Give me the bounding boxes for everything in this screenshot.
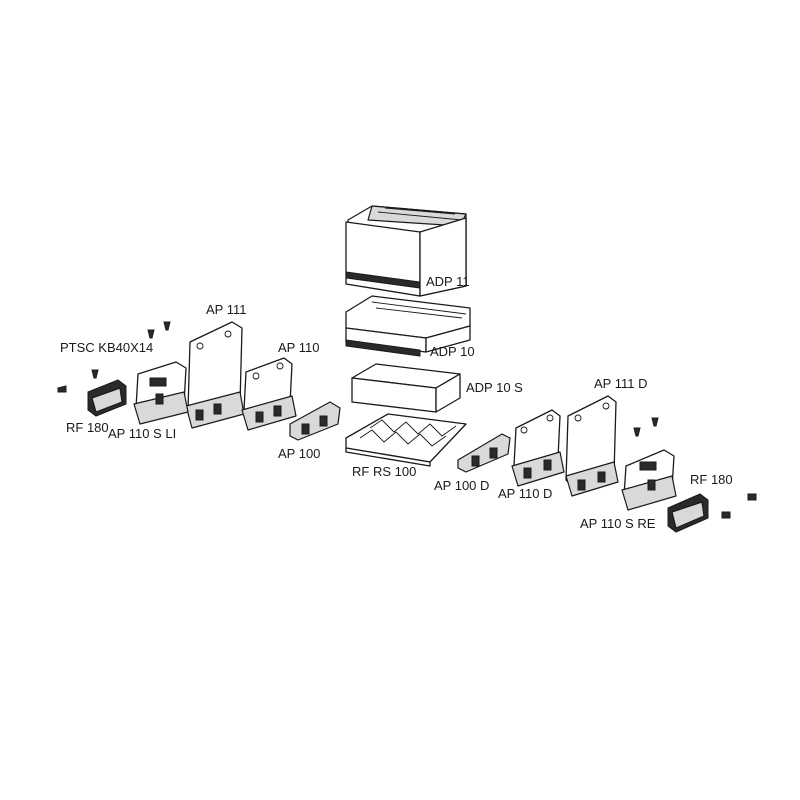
part-ap110sli — [133, 361, 189, 425]
label-ap110: AP 110 — [278, 340, 319, 355]
label-adp10: ADP 10 — [430, 344, 475, 359]
part-ap110sre — [621, 449, 677, 511]
part-rfrs100 — [345, 413, 467, 467]
label-ap100: AP 100 — [278, 446, 320, 461]
label-rf180-left: RF 180 — [66, 420, 109, 435]
part-ap100 — [289, 401, 341, 441]
label-ap111: AP 111 — [206, 302, 246, 317]
screw-icon — [633, 417, 757, 519]
part-adp11 — [345, 205, 467, 297]
label-rf180-right: RF 180 — [690, 472, 733, 487]
label-ap100d: AP 100 D — [434, 478, 489, 493]
part-ap100d — [457, 433, 511, 473]
part-rf180-left — [87, 379, 127, 417]
label-ap110sli: AP 110 S LI — [108, 426, 176, 441]
part-ap110d — [511, 409, 565, 487]
label-ap111d: AP 111 D — [594, 376, 647, 391]
label-ap110sre: AP 110 S RE — [580, 516, 656, 531]
label-adp11: ADP 11 — [426, 274, 470, 289]
part-ap111d — [565, 395, 619, 497]
label-rfrs100: RF RS 100 — [352, 464, 416, 479]
label-ap110d: AP 110 D — [498, 486, 552, 501]
part-ap110 — [241, 357, 297, 431]
part-rf180-right — [667, 493, 709, 533]
part-adp10 — [345, 295, 471, 357]
label-ptsc: PTSC KB40X14 — [60, 340, 153, 355]
part-ap111 — [185, 321, 245, 429]
part-adp10s — [351, 363, 461, 413]
label-adp10s: ADP 10 S — [466, 380, 523, 395]
screw-icon — [57, 321, 171, 393]
